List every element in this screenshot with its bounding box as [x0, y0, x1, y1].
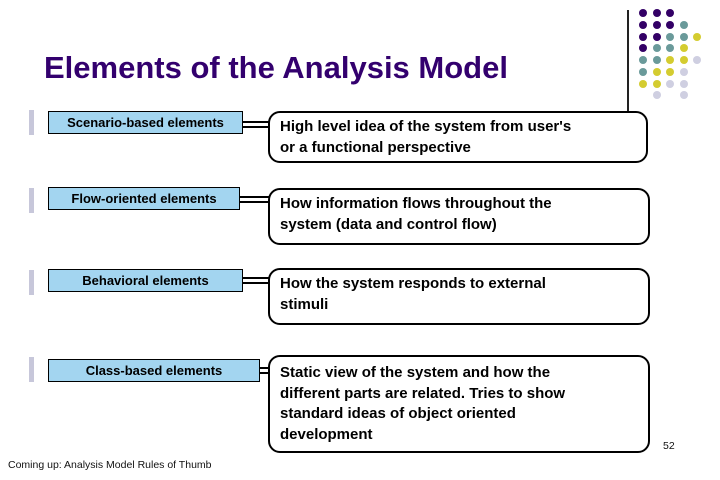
dot-icon: [652, 20, 661, 29]
dot-icon: [639, 32, 647, 41]
dot-icon: [639, 9, 647, 17]
dot-icon: [679, 20, 688, 29]
description-text: High level idea of the system from user'…: [280, 118, 572, 135]
dot-icon: [679, 32, 688, 41]
dot-icon: [693, 32, 701, 41]
dot-icon: [679, 91, 688, 100]
dot-icon: [652, 79, 661, 88]
dot-icon: [639, 67, 647, 76]
label-text: Scenario-based elements: [67, 115, 224, 130]
connector-line: [240, 196, 270, 203]
label-box-behavioral: Behavioral elements: [48, 269, 243, 292]
connector-line: [260, 367, 270, 374]
dot-icon: [679, 79, 688, 88]
dot-icon: [666, 9, 674, 17]
bullet-icon: [29, 270, 34, 295]
coming-up-note: Coming up: Analysis Model Rules of Thumb: [8, 459, 212, 471]
dot-icon: [666, 79, 674, 88]
dot-icon: [652, 67, 661, 76]
description-box-flow-oriented: How information flows throughout the sys…: [268, 188, 650, 245]
description-text: How the system responds to external: [280, 275, 546, 292]
description-text: standard ideas of object oriented: [280, 405, 516, 422]
description-box-class-based: Static view of the system and how the di…: [268, 355, 650, 453]
description-box-behavioral: How the system responds to external stim…: [268, 268, 650, 325]
dot-icon: [639, 20, 647, 29]
dot-icon: [666, 44, 674, 53]
description-text: system (data and control flow): [280, 215, 497, 233]
page-number: 52: [663, 440, 675, 452]
label-box-scenario-based: Scenario-based elements: [48, 111, 243, 134]
label-text: Class-based elements: [85, 363, 223, 378]
description-box-scenario-based: High level idea of the system from user'…: [268, 111, 648, 163]
dot-icon: [679, 56, 688, 64]
label-box-flow-oriented: Flow-oriented elements: [48, 187, 240, 210]
dot-icon: [666, 32, 674, 41]
dot-icon: [693, 56, 701, 64]
bullet-icon: [29, 110, 34, 135]
dot-icon: [652, 56, 661, 64]
dot-grid-decoration: [639, 9, 719, 109]
label-text: Flow-oriented elements: [71, 191, 217, 206]
description-text: Static view of the system and how the: [280, 364, 551, 381]
description-text: different parts are related. Tries to sh…: [280, 384, 566, 402]
dot-icon: [652, 44, 661, 53]
dot-icon: [666, 56, 674, 64]
description-text: How information flows throughout the: [280, 195, 552, 212]
label-text: Behavioral elements: [82, 273, 209, 288]
page-title: Elements of the Analysis Model: [44, 50, 508, 85]
bullet-icon: [29, 188, 34, 213]
dot-icon: [652, 9, 661, 17]
bullet-icon: [29, 357, 34, 382]
connector-line: [243, 277, 270, 284]
dot-icon: [639, 56, 647, 64]
label-box-class-based: Class-based elements: [48, 359, 260, 382]
dot-icon: [679, 44, 688, 53]
description-text: development: [280, 425, 373, 443]
dot-icon: [666, 67, 674, 76]
dot-icon: [666, 20, 674, 29]
dot-icon: [652, 91, 661, 100]
dot-icon: [652, 32, 661, 41]
connector-line: [243, 121, 270, 128]
dot-icon: [639, 44, 647, 53]
dot-icon: [639, 79, 647, 88]
description-text: or a functional perspective: [280, 138, 471, 156]
dot-icon: [679, 67, 688, 76]
description-text: stimuli: [280, 295, 329, 313]
vertical-divider-line: [627, 10, 629, 112]
